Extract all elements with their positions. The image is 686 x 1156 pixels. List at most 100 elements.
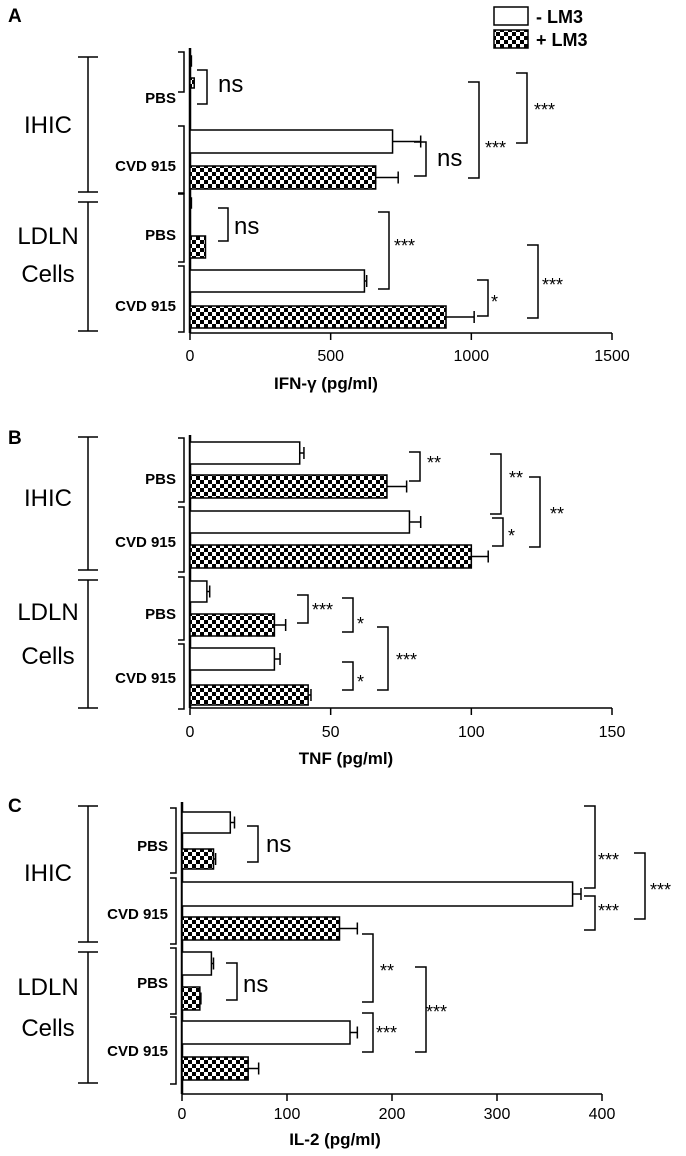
error-bar-b-2-0 <box>206 585 211 598</box>
category-tick-a-1 <box>178 125 185 194</box>
bar-a-1-0 <box>189 129 394 154</box>
bar-b-0-0 <box>189 441 301 465</box>
x-axis-label-b: TNF (pg/ml) <box>299 749 393 768</box>
category-label-c-1: CVD 915 <box>107 906 168 923</box>
sig-label-a-1: ns <box>437 145 462 172</box>
bar-b-1-0 <box>189 510 411 534</box>
sig-label-b-0: ** <box>427 453 441 473</box>
sig-label-a-0: ns <box>218 71 243 98</box>
group-bracket-a-0 <box>78 56 98 193</box>
sig-label-b-7: *** <box>396 650 417 670</box>
panel-letter-b: B <box>8 428 22 449</box>
x-tick-label-a-2: 1000 <box>454 348 490 365</box>
error-bar-b-2-1 <box>274 619 287 631</box>
bar-c-1-1 <box>181 916 341 941</box>
bar-b-2-0 <box>189 580 208 603</box>
category-label-a-0: PBS <box>145 90 176 107</box>
group-bracket-c-1 <box>78 951 98 1084</box>
error-bar-a-1-1 <box>375 171 399 184</box>
bar-c-3-1 <box>181 1056 249 1081</box>
category-label-c-3: CVD 915 <box>107 1043 168 1060</box>
category-tick-c-0 <box>170 807 177 874</box>
sig-label-c-2: *** <box>598 901 619 921</box>
x-axis-label-c: IL-2 (pg/ml) <box>289 1130 381 1149</box>
sig-label-a-3: *** <box>534 100 555 120</box>
sig-label-b-2: ** <box>509 468 523 488</box>
legend-label-plus-lm3: + LM3 <box>536 30 588 50</box>
bar-a-3-0 <box>189 269 366 293</box>
bar-a-2-0 <box>189 197 193 209</box>
group-bracket-b-1 <box>78 579 98 709</box>
x-tick-label-b-0: 0 <box>186 724 195 741</box>
category-tick-a-0 <box>178 51 185 93</box>
x-tick-label-a-1: 500 <box>317 348 344 365</box>
legend-swatch-minus-lm3 <box>493 6 529 26</box>
sig-bracket-a-1 <box>414 141 427 177</box>
sig-bracket-c-6 <box>362 1012 374 1053</box>
error-bar-c-1-1 <box>339 922 359 935</box>
panel-letter-a: A <box>8 6 22 27</box>
sig-label-a-7: *** <box>542 275 563 295</box>
bar-c-0-1 <box>181 848 215 870</box>
sig-label-b-3: ** <box>550 504 564 524</box>
error-bar-c-0-0 <box>230 816 236 829</box>
group-label-c-1-1: Cells <box>21 1015 74 1042</box>
error-bar-c-0-1 <box>213 853 217 865</box>
category-label-b-3: CVD 915 <box>115 670 176 687</box>
sig-bracket-c-7 <box>415 966 427 1053</box>
group-label-c-0-0: IHIC <box>24 860 72 887</box>
bar-c-0-0 <box>181 811 232 834</box>
category-label-b-1: CVD 915 <box>115 534 176 551</box>
error-bar-b-1-1 <box>471 550 489 563</box>
bar-a-2-1 <box>189 235 207 259</box>
sig-bracket-a-3 <box>516 72 528 144</box>
error-bar-b-3-0 <box>274 653 281 665</box>
error-bar-c-1-0 <box>572 888 582 900</box>
sig-bracket-a-2 <box>468 81 480 179</box>
group-label-b-1-1: Cells <box>21 643 74 670</box>
error-bar-b-3-1 <box>308 689 312 701</box>
bar-a-0-1 <box>189 77 195 89</box>
sig-label-b-6: * <box>357 672 364 692</box>
sig-bracket-b-5 <box>342 597 354 633</box>
sig-label-c-6: *** <box>376 1023 397 1043</box>
error-bar-a-3-1 <box>446 311 475 323</box>
sig-bracket-b-6 <box>342 661 354 691</box>
category-tick-c-2 <box>170 947 177 1015</box>
bar-b-3-0 <box>189 647 276 671</box>
x-tick-label-a-0: 0 <box>186 348 195 365</box>
panel-letter-c: C <box>8 796 22 817</box>
sig-bracket-a-7 <box>527 244 539 319</box>
sig-label-b-4: *** <box>312 600 333 620</box>
legend-swatch-plus-lm3 <box>493 29 529 49</box>
x-tick-label-b-3: 150 <box>599 724 626 741</box>
group-bracket-a-1 <box>78 201 98 332</box>
error-bar-c-3-0 <box>350 1026 359 1039</box>
sig-bracket-b-3 <box>529 476 541 548</box>
category-label-c-2: PBS <box>137 975 168 992</box>
category-tick-b-2 <box>178 576 185 641</box>
sig-bracket-a-4 <box>218 207 229 242</box>
sig-bracket-b-2 <box>490 453 502 515</box>
category-label-a-2: PBS <box>145 227 176 244</box>
sig-bracket-a-0 <box>197 69 208 105</box>
group-bracket-c-0 <box>78 805 98 943</box>
sig-label-c-3: *** <box>650 880 671 900</box>
category-tick-a-3 <box>178 265 185 333</box>
category-tick-b-0 <box>178 437 185 503</box>
x-tick-label-c-4: 400 <box>589 1106 616 1123</box>
bar-a-1-1 <box>189 165 377 190</box>
error-bar-c-3-1 <box>248 1062 260 1075</box>
sig-bracket-b-7 <box>377 626 389 691</box>
x-axis-label-a: IFN-γ (pg/ml) <box>274 374 378 393</box>
sig-bracket-a-6 <box>477 279 489 317</box>
x-tick-label-b-1: 50 <box>322 724 340 741</box>
sig-label-c-5: ** <box>380 961 394 981</box>
bar-b-1-1 <box>189 544 473 569</box>
category-label-b-2: PBS <box>145 606 176 623</box>
bar-b-2-1 <box>189 613 276 637</box>
x-tick-label-c-3: 300 <box>484 1106 511 1123</box>
sig-label-c-7: *** <box>426 1002 447 1022</box>
